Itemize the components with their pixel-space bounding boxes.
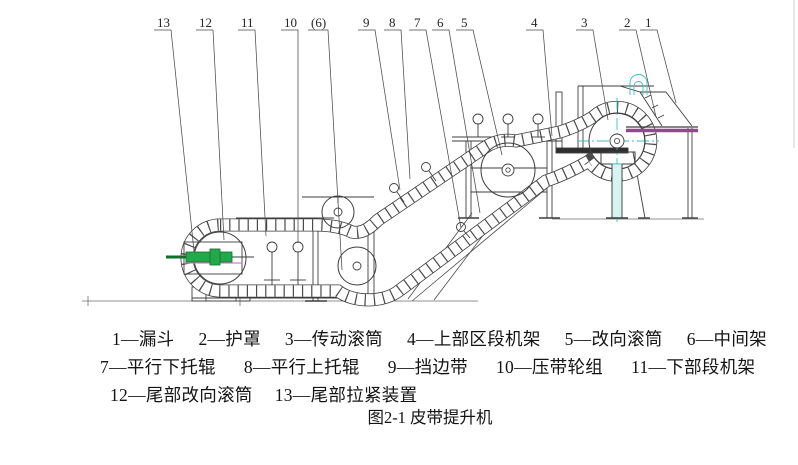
legend-item: 10—压带轮组 [495,357,604,377]
press-wheel-stands-upper [471,113,545,138]
legend-item: 4—上部区段机架 [406,329,541,349]
bend-pulley-upper [480,142,536,198]
incline-idlers [389,162,471,239]
legend-item: 13—尾部拉紧装置 [274,385,418,405]
callout-11: 11 [241,15,254,30]
legend-row-3: 12—尾部改向滚筒 13—尾部拉紧装置 [110,382,417,407]
callout-2: 2 [624,15,631,30]
callout-8: 8 [389,15,396,30]
legend-item: 11—下部段机架 [631,357,756,377]
callout-12: 12 [199,15,212,30]
sidewall-belt [180,100,658,307]
legend-row-1: 1—漏斗 2—护罩 3—传动滚筒 4—上部区段机架 5—改向滚筒 6—中间架 [112,326,767,351]
callout-13: 13 [157,15,170,30]
press-wheel-stands-lower [264,241,306,285]
legend-item: 9—挡边带 [387,357,468,377]
callout-10: 10 [284,15,297,30]
figure-caption: 图2-1 皮带提升机 [367,408,493,427]
callout-9: 9 [363,15,370,30]
legend-row-2: 7—平行下托辊 8—平行上托辊 9—挡边带 10—压带轮组 11—下部段机架 [100,354,755,379]
callout-6: 6 [437,15,444,30]
knee-pulleys [321,195,377,286]
callout-numbers: 13 12 11 10 (6) 9 8 7 6 5 4 3 2 1 [157,15,652,30]
legend-item: 2—护罩 [198,329,261,349]
legend-item: 5—改向滚筒 [564,329,663,349]
legend-item: 1—漏斗 [112,329,175,349]
drive-pulley [577,98,659,222]
guard-and-hopper [619,74,698,133]
tail-takeup [166,241,254,275]
legend-item: 7—平行下托辊 [100,357,216,377]
callout-leaders [154,29,677,271]
legend-item: 12—尾部改向滚筒 [110,385,253,405]
legend-item: 3—传动滚筒 [284,329,383,349]
callout-7: 7 [414,15,421,30]
callout-6b: (6) [311,15,326,30]
legend-item: 6—中间架 [686,329,767,349]
head-frame [555,85,698,219]
callout-4: 4 [531,15,538,30]
callout-5: 5 [461,15,468,30]
legend-item: 8—平行上托辊 [243,357,360,377]
callout-3: 3 [581,15,588,30]
belt-elevator-drawing: 13 12 11 10 (6) 9 8 7 6 5 4 3 2 1 [82,0,795,307]
callout-1: 1 [645,15,652,30]
